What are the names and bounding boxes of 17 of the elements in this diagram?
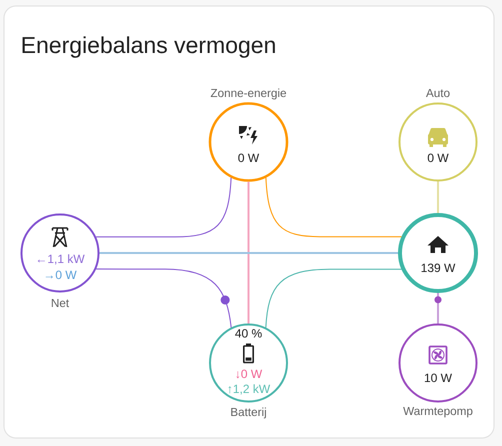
node-label: Warmtepomp [403,406,472,418]
node-label: Batterij [231,408,266,418]
node-label: ↑1,2 kW [228,384,270,395]
connector-line [96,177,232,238]
connector-line [437,293,439,324]
connector-line [265,268,402,328]
node-label: ↓0 W [236,370,262,378]
title: Energiebalans vermogen [22,36,275,58]
connector-line [437,182,439,213]
connector-line [248,182,250,324]
node-label: Auto [426,88,450,98]
node-label: Zonne-energie [210,88,286,100]
node-label: 40 % [235,329,262,338]
connector-line [265,177,402,238]
node-label: Net [52,298,70,308]
connector-line [100,252,398,254]
connector-line [96,268,232,328]
